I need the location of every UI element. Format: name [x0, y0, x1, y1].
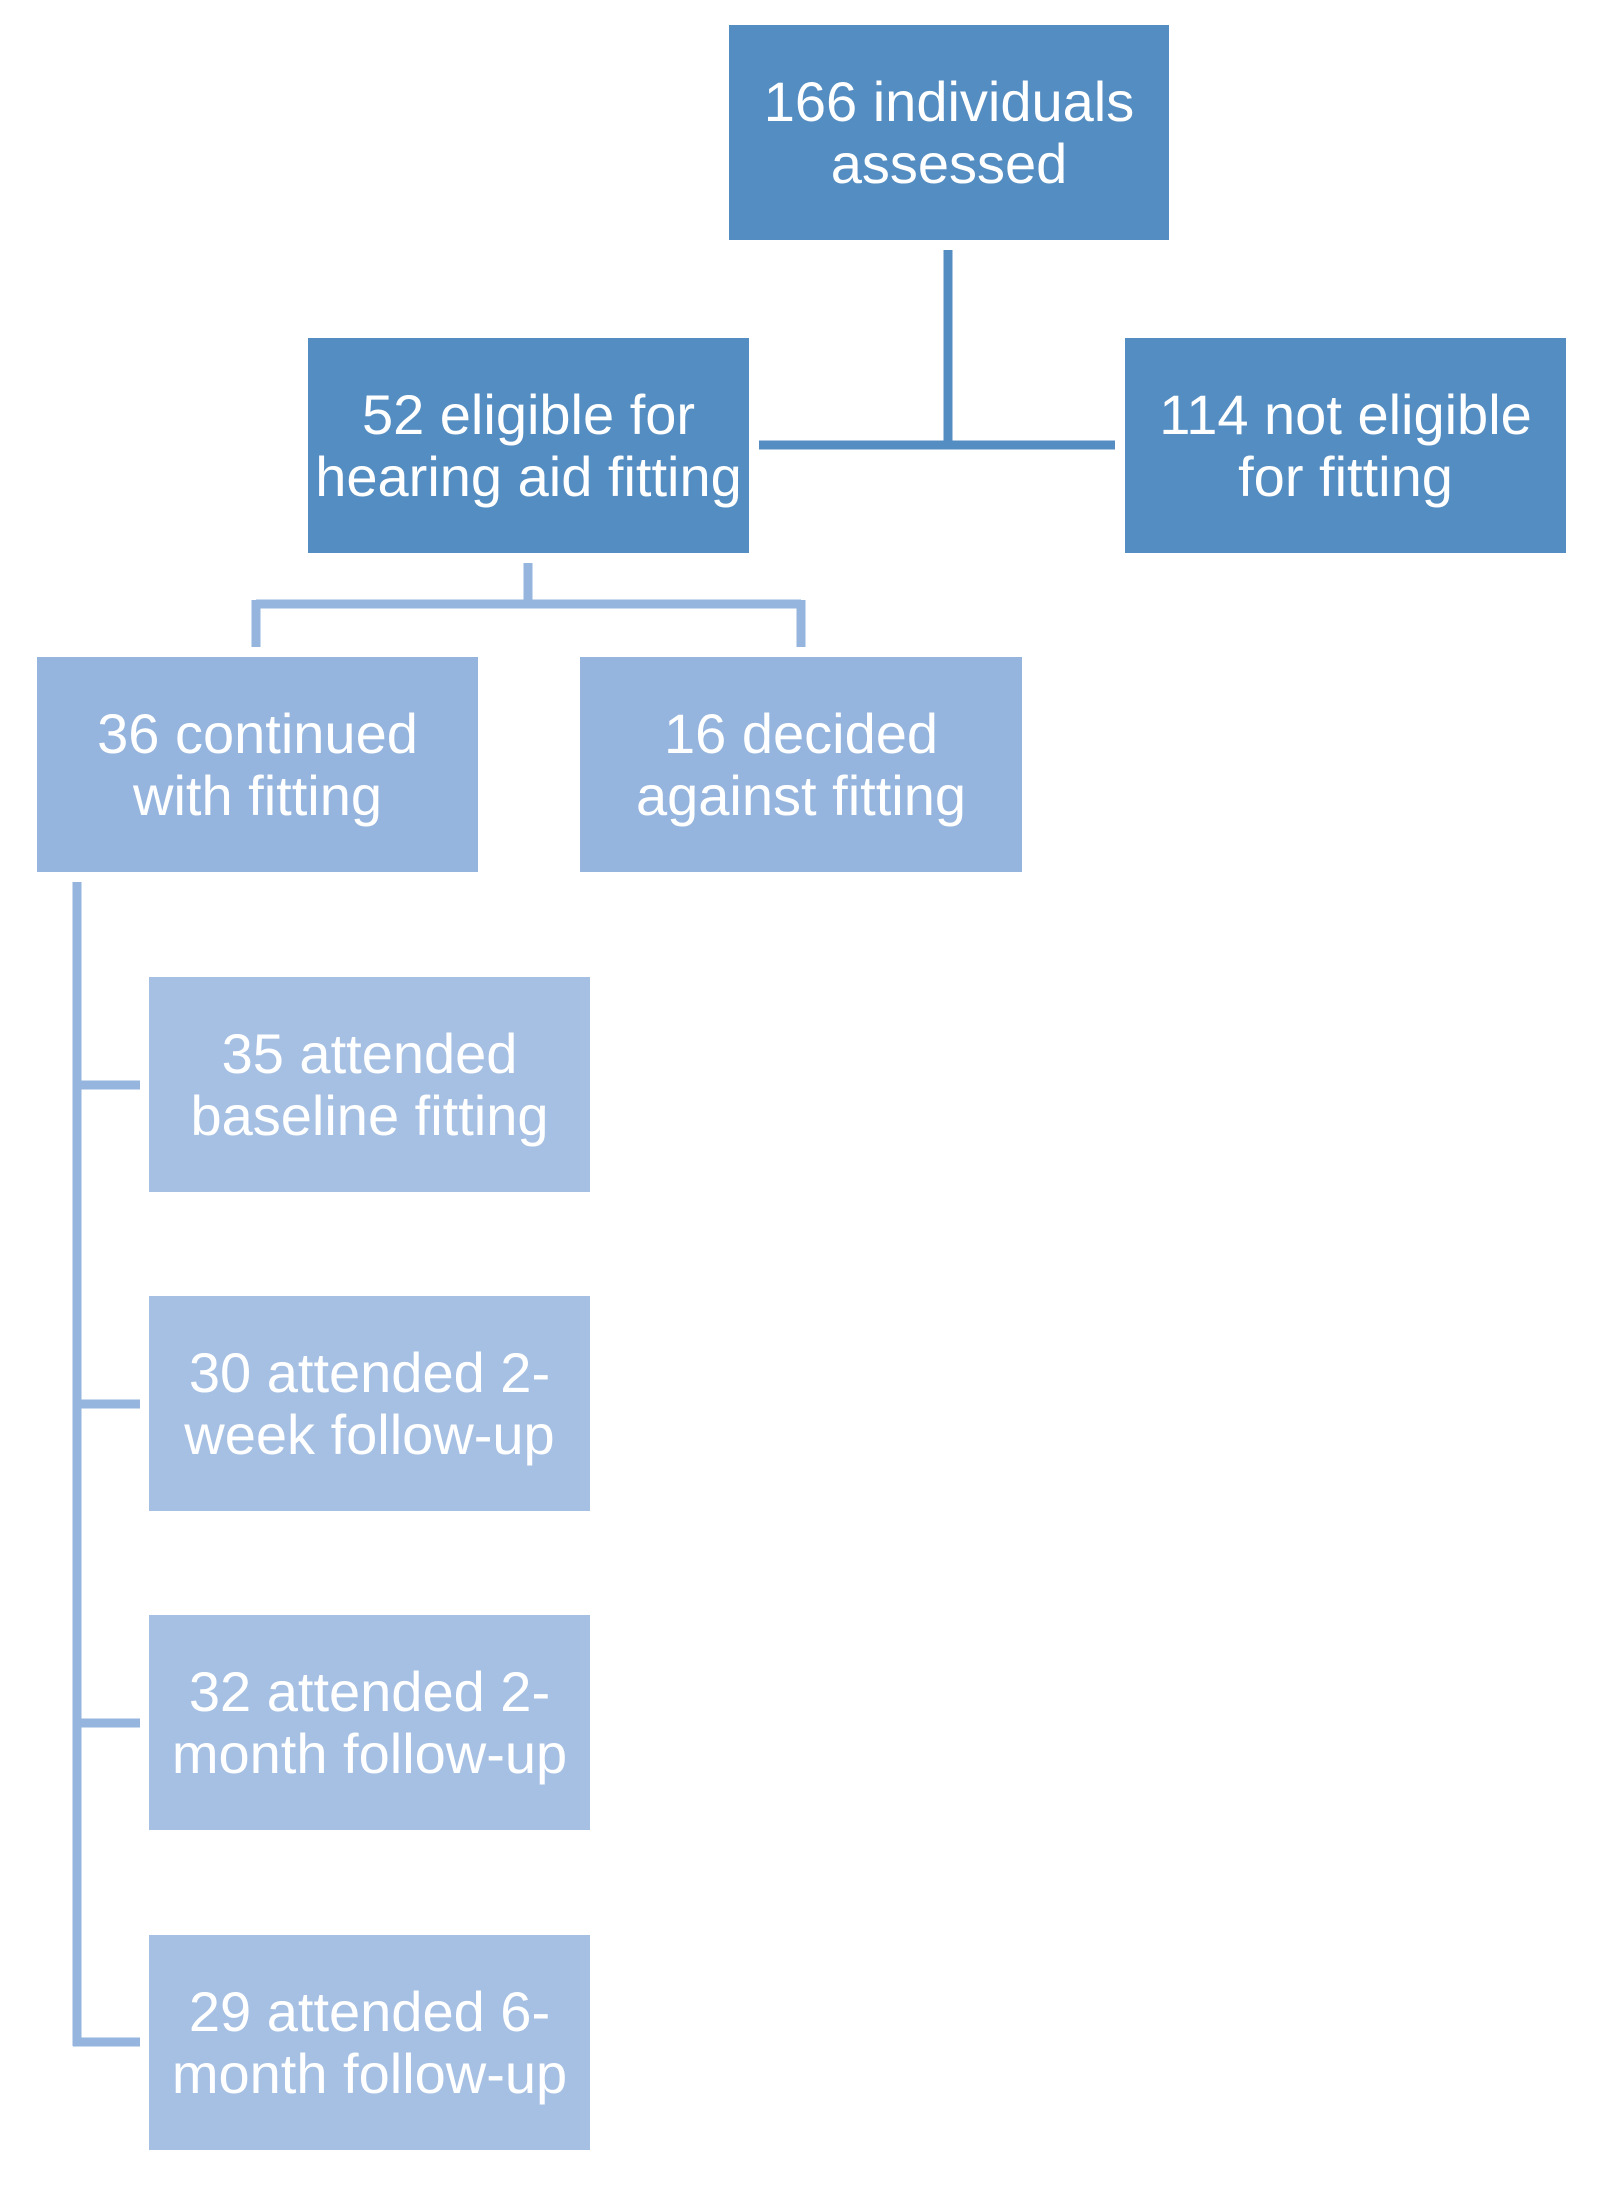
node-label-line2: with fitting: [133, 763, 382, 827]
node-label-line1: 29 attended 6-: [188, 1979, 551, 2043]
node-label-line2: against fitting: [636, 763, 966, 827]
node-label-line2: week follow-up: [184, 1402, 555, 1466]
node-label-line1: 36 continued: [97, 701, 418, 765]
node-baseline-fitting: 35 attended baseline fitting: [149, 977, 590, 1192]
node-label-line2: month follow-up: [171, 2041, 568, 2105]
node-not-eligible: 114 not eligible for fitting: [1125, 338, 1566, 553]
node-label-line2: for fitting: [1238, 444, 1453, 508]
node-label-line2: month follow-up: [171, 1721, 568, 1785]
node-label-line2: assessed: [830, 131, 1068, 195]
node-2-week-follow-up: 30 attended 2- week follow-up: [149, 1296, 590, 1511]
node-label-line2: hearing aid fitting: [315, 444, 742, 508]
node-decided-against-fitting: 16 decided against fitting: [580, 657, 1022, 872]
node-eligible-for-fitting: 52 eligible for hearing aid fitting: [308, 338, 749, 553]
node-label-line2: baseline fitting: [190, 1083, 549, 1147]
node-label-line1: 32 attended 2-: [188, 1659, 551, 1723]
node-label-line1: 16 decided: [663, 701, 938, 765]
node-label-line1: 114 not eligible: [1159, 382, 1532, 446]
node-label-line1: 166 individuals: [763, 69, 1135, 133]
node-individuals-assessed: 166 individuals assessed: [729, 25, 1169, 240]
node-label-line1: 52 eligible for: [361, 382, 696, 446]
node-continued-with-fitting: 36 continued with fitting: [37, 657, 478, 872]
node-2-month-follow-up: 32 attended 2- month follow-up: [149, 1615, 590, 1830]
node-label-line1: 35 attended: [221, 1021, 518, 1085]
node-label-line1: 30 attended 2-: [188, 1340, 551, 1404]
node-6-month-follow-up: 29 attended 6- month follow-up: [149, 1935, 590, 2150]
